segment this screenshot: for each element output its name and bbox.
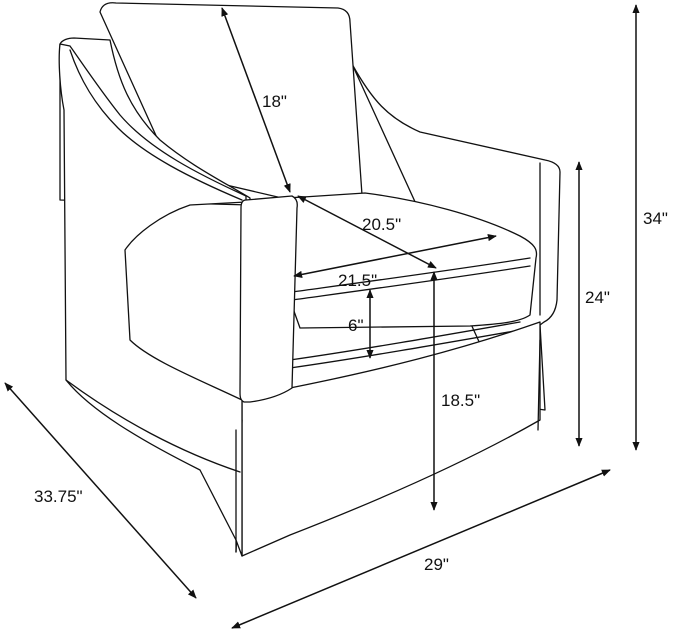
seat-width-arrow — [293, 234, 497, 278]
back-height-label: 18" — [262, 92, 287, 111]
back-height-arrow — [221, 7, 291, 193]
arm-height-label: 24" — [585, 288, 610, 307]
seat-depth-label: 20.5" — [362, 215, 401, 234]
seat-height-label: 18.5" — [441, 391, 480, 410]
seat-width-label: 21.5" — [338, 271, 377, 290]
dimension-lines — [4, 4, 640, 629]
overall-depth-arrow — [4, 382, 197, 599]
overall-depth-label: 33.75" — [34, 487, 83, 506]
cushion-thickness-label: 6" — [348, 316, 364, 335]
overall-width-label: 29" — [424, 555, 449, 574]
dimension-labels: 18" 20.5" 21.5" 6" 18.5" 24" 34" 33.75" … — [34, 92, 668, 574]
overall-width-arrow — [231, 469, 611, 629]
overall-height-label: 34" — [643, 209, 668, 228]
